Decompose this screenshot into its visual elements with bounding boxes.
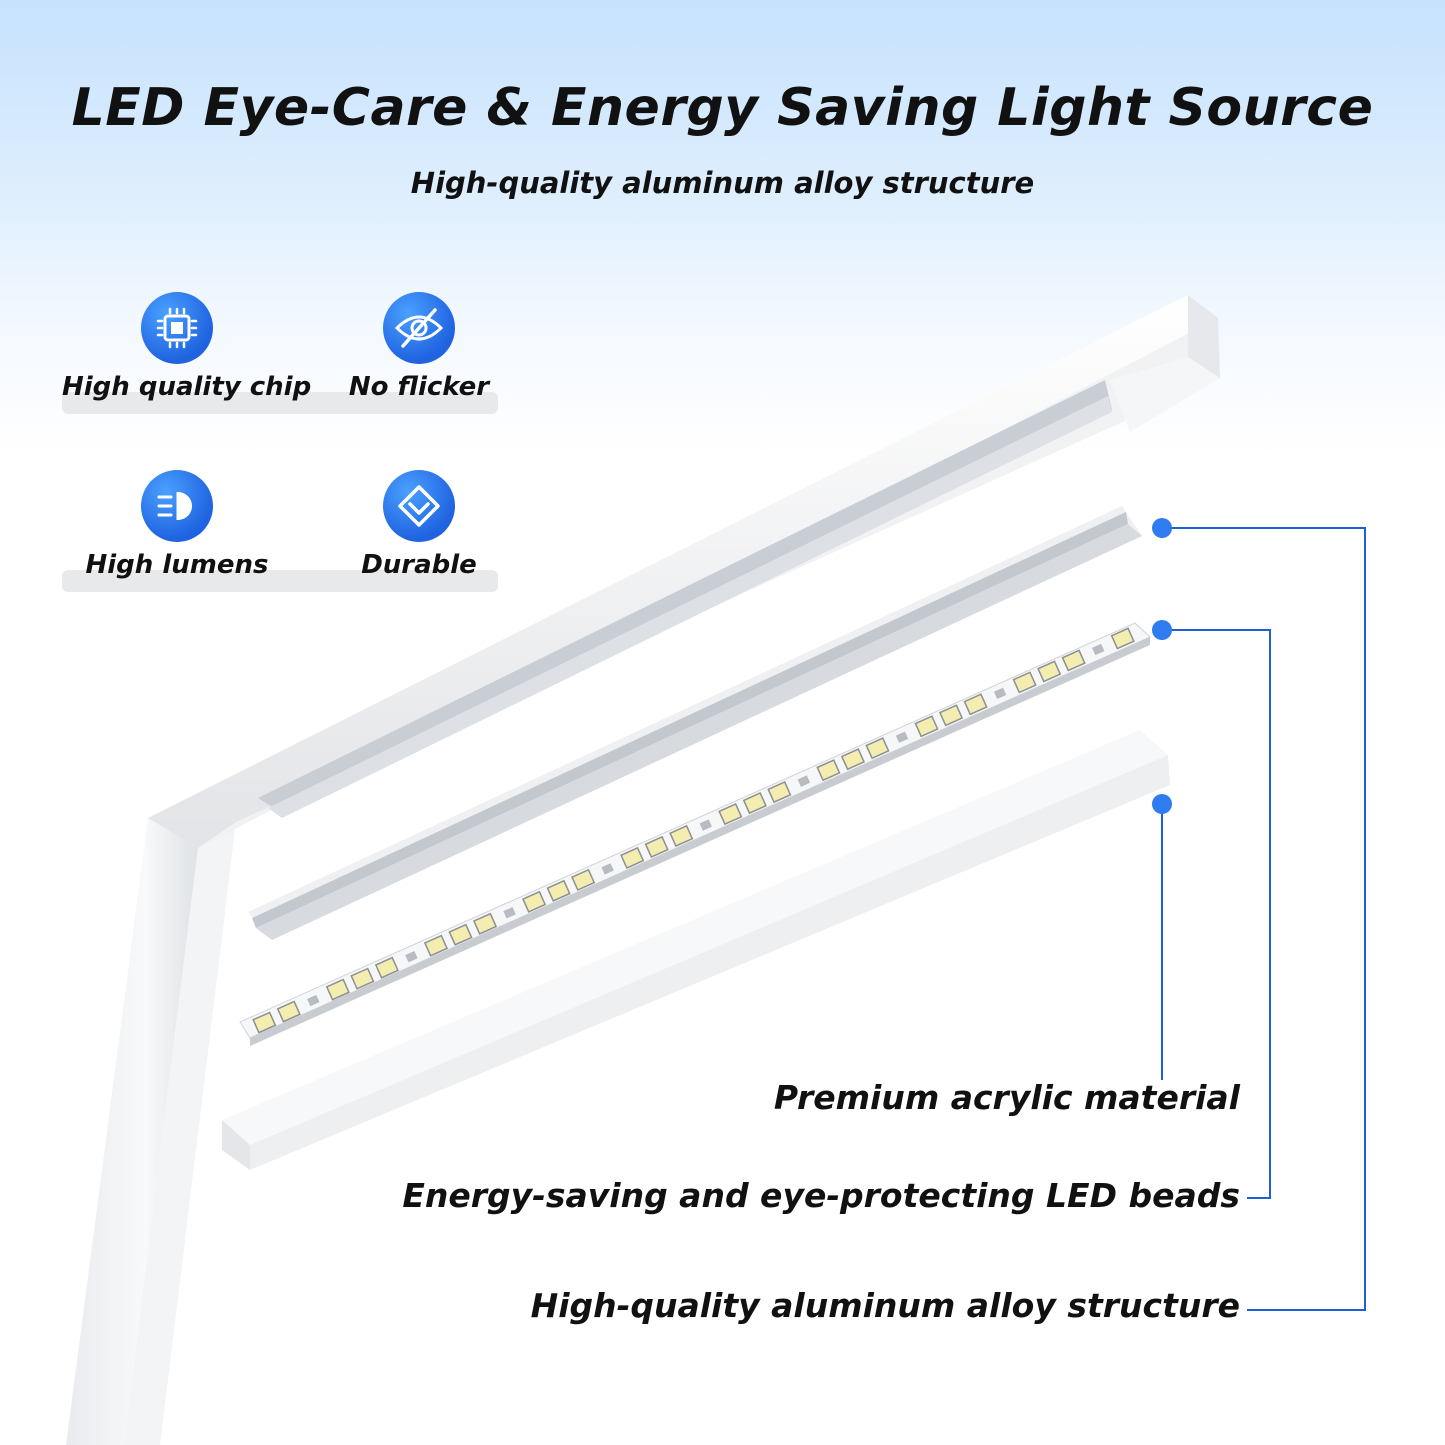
led-bead: [448, 923, 473, 946]
resistor-chip: [307, 994, 320, 1007]
callout-led-beads: Energy-saving and eye-protecting LED bea…: [402, 1176, 1240, 1215]
eye-slash-icon: [383, 292, 455, 364]
resistor-chip: [503, 907, 516, 919]
led-bead: [374, 956, 399, 979]
feature-label: High lumens: [85, 550, 269, 580]
led-bead: [571, 868, 596, 891]
lamp-pole: [66, 818, 236, 1445]
callout-acrylic: Premium acrylic material: [773, 1078, 1240, 1117]
led-bead: [1110, 627, 1135, 650]
aluminum-channel: [248, 506, 1142, 940]
led-bead: [816, 759, 841, 782]
lamp-arm: [148, 295, 1220, 848]
led-bead: [963, 693, 988, 716]
page-subtitle: High-quality aluminum alloy structure: [410, 166, 1035, 200]
resistor-chip: [797, 775, 811, 787]
feature-label: Durable: [361, 550, 477, 580]
feature-high-lumens: High lumens: [62, 470, 292, 580]
chip-icon: [141, 292, 213, 364]
led-beads: [252, 627, 1135, 1034]
resistor-chip: [1092, 643, 1105, 656]
led-bead: [1012, 671, 1037, 694]
leader-lines: [1161, 527, 1366, 1311]
led-bead: [1037, 660, 1062, 683]
feature-durable: Durable: [304, 470, 534, 580]
resistor-chip: [699, 819, 712, 831]
leader-line-led: [1162, 629, 1271, 1199]
feature-row-bar-1: [62, 392, 498, 414]
led-bead: [423, 934, 449, 957]
leader-dot-aluminum: [1152, 518, 1172, 538]
light-beam-icon: [141, 470, 213, 542]
feature-no-flicker: No flicker: [304, 292, 534, 402]
led-bead: [472, 912, 498, 935]
led-bead: [767, 781, 792, 804]
leader-dot-led: [1152, 620, 1172, 640]
feature-label: No flicker: [348, 372, 490, 402]
feature-row-bar-2: [62, 570, 498, 592]
led-bead: [546, 879, 571, 902]
led-bead: [1061, 649, 1086, 672]
feature-high-quality-chip: High quality chip: [62, 292, 312, 402]
led-bead: [522, 890, 547, 913]
feature-label: High quality chip: [62, 372, 312, 402]
led-bead: [840, 748, 865, 771]
led-bead: [938, 704, 964, 727]
leader-line-aluminum: [1162, 527, 1366, 1311]
callout-aluminum: High-quality aluminum alloy structure: [530, 1286, 1240, 1325]
leader-dots: [1152, 518, 1172, 814]
led-bead: [620, 846, 645, 869]
led-bead: [252, 1011, 277, 1034]
resistor-chip: [601, 863, 614, 875]
led-bead: [718, 802, 743, 826]
diamond-icon: [383, 470, 455, 542]
acrylic-diffuser: [222, 730, 1170, 1170]
led-bead: [669, 824, 694, 848]
led-bead: [865, 737, 890, 760]
led-bead: [350, 967, 375, 990]
led-bead: [914, 715, 939, 738]
resistor-chip: [993, 687, 1007, 700]
leader-dot-acrylic: [1152, 794, 1172, 814]
page-title: LED Eye-Care & Energy Saving Light Sourc…: [71, 78, 1374, 138]
led-bead: [325, 978, 350, 1001]
led-bead: [742, 792, 767, 815]
led-bead: [276, 1000, 301, 1023]
led-bead: [644, 835, 669, 859]
resistor-chip: [895, 731, 909, 743]
resistor-chip: [405, 950, 418, 963]
